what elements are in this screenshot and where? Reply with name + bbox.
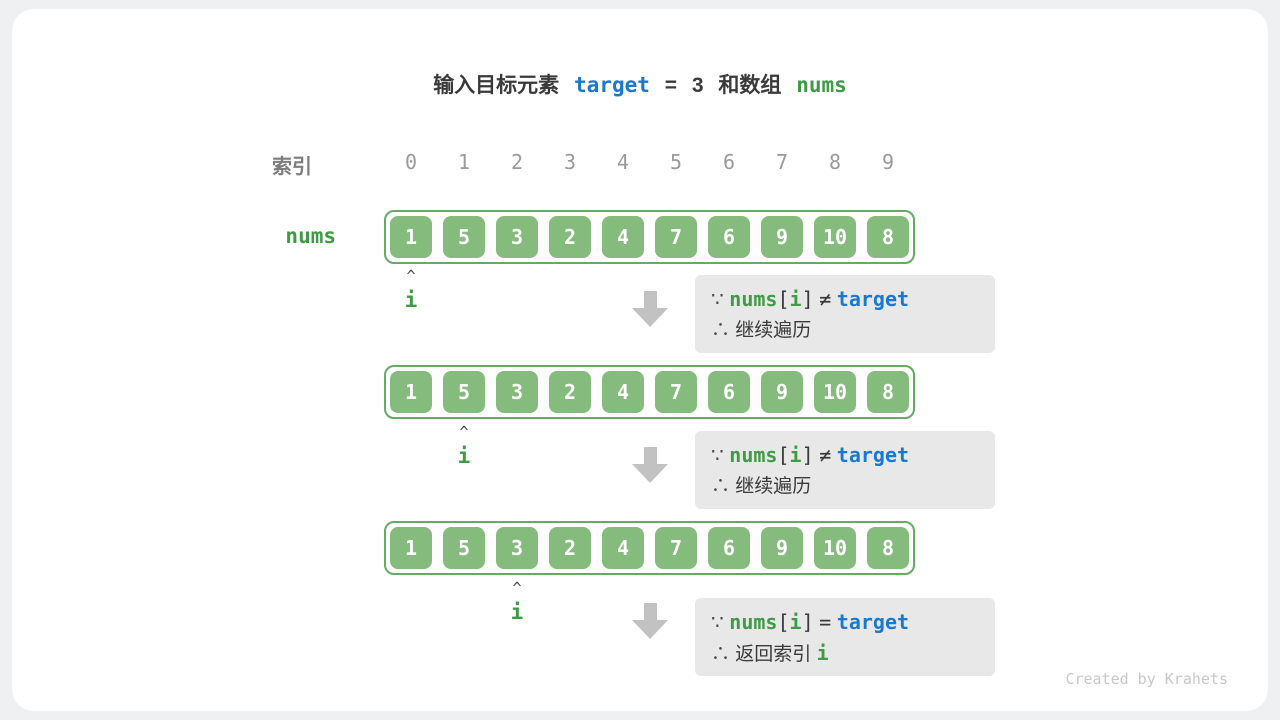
array-cell: 6 [708,371,750,413]
index-value: 4 [616,150,630,174]
array-cell: 5 [443,371,485,413]
array-cell: 4 [602,527,644,569]
note-conclusion: ∴ 继续遍历 [711,320,812,341]
down-arrow-icon [632,291,668,327]
caret-up-icon: ^ [512,579,522,597]
index-value: 9 [881,150,895,174]
nums-array-label: nums [285,224,336,248]
array-cell: 2 [549,216,591,258]
arrow-shaft [643,447,657,464]
down-arrow-icon [632,603,668,639]
arrow-shaft [643,603,657,620]
title-suffix: 和数组 [718,74,782,97]
array-cell: 2 [549,527,591,569]
because-symbol: ∵ [711,612,724,634]
index-value: 0 [404,150,418,174]
note-box-step2: ∵ nums[i] ≠ target ∴ 继续遍历 [695,431,995,509]
note-condition: ∵ nums[i] ≠ target [711,287,910,311]
title-nums-label: nums [796,73,847,97]
title-target-value: 3 [691,74,704,97]
arrow-shaft [643,291,657,308]
array-cell: 2 [549,371,591,413]
array-row-step1: 1 5 3 2 4 7 6 9 10 8 [384,210,915,264]
array-cell: 9 [761,216,803,258]
index-value: 5 [669,150,683,174]
array-cell: 7 [655,371,697,413]
therefore-symbol: ∴ [711,320,731,341]
caret-up-icon: ^ [459,423,469,441]
index-value: 3 [563,150,577,174]
array-cell: 8 [867,216,909,258]
credit-text: Created by Krahets [1065,670,1228,688]
array-row-step3: 1 5 3 2 4 7 6 9 10 8 [384,521,915,575]
diagram-card: 输入目标元素 target = 3 和数组 nums 索引 0 1 2 3 4 … [12,9,1268,711]
arrow-head [632,464,668,483]
pointer-i-step1: ^ i [391,269,431,313]
conclusion-variable: i [816,641,829,665]
note-box-step1: ∵ nums[i] ≠ target ∴ 继续遍历 [695,275,995,353]
note-condition: ∵ nums[i] ≠ target [711,443,910,467]
index-value: 7 [775,150,789,174]
arrow-head [632,620,668,639]
array-cell: 10 [814,371,856,413]
array-cell: 4 [602,216,644,258]
array-cell: 1 [390,216,432,258]
array-cell: 10 [814,216,856,258]
therefore-symbol: ∴ [711,644,731,665]
array-cell: 3 [496,527,538,569]
array-cell: 9 [761,371,803,413]
pointer-variable: i [457,444,471,468]
array-cell: 4 [602,371,644,413]
because-symbol: ∵ [711,445,724,467]
pointer-i-step2: ^ i [444,425,484,469]
array-cell: 7 [655,527,697,569]
array-cell: 6 [708,216,750,258]
pointer-variable: i [404,288,418,312]
note-conclusion: ∴ 继续遍历 [711,476,812,497]
array-cell: 5 [443,527,485,569]
array-cell: 6 [708,527,750,569]
title-target-label: target [574,73,650,97]
therefore-symbol: ∴ [711,476,731,497]
diagram-title: 输入目标元素 target = 3 和数组 nums [12,69,1268,99]
arrow-head [632,308,668,327]
because-symbol: ∵ [711,289,724,311]
index-value: 2 [510,150,524,174]
index-row: 0 1 2 3 4 5 6 7 8 9 [390,150,909,174]
array-cell: 5 [443,216,485,258]
array-cell: 7 [655,216,697,258]
pointer-i-step3: ^ i [497,581,537,625]
down-arrow-icon [632,447,668,483]
index-value: 6 [722,150,736,174]
array-cell: 8 [867,527,909,569]
array-cell: 1 [390,371,432,413]
array-cell: 3 [496,371,538,413]
array-cell: 9 [761,527,803,569]
pointer-variable: i [510,600,524,624]
index-value: 8 [828,150,842,174]
array-row-step2: 1 5 3 2 4 7 6 9 10 8 [384,365,915,419]
array-cell: 3 [496,216,538,258]
index-row-label: 索引 [272,156,312,178]
array-cell: 1 [390,527,432,569]
array-cell: 10 [814,527,856,569]
index-value: 1 [457,150,471,174]
note-conclusion: ∴ 返回索引 i [711,641,829,665]
note-box-step3: ∵ nums[i] = target ∴ 返回索引 i [695,598,995,676]
array-cell: 8 [867,371,909,413]
caret-up-icon: ^ [406,267,416,285]
title-prefix: 输入目标元素 [433,74,560,97]
note-condition: ∵ nums[i] = target [711,610,910,634]
title-equals: = [664,74,677,97]
